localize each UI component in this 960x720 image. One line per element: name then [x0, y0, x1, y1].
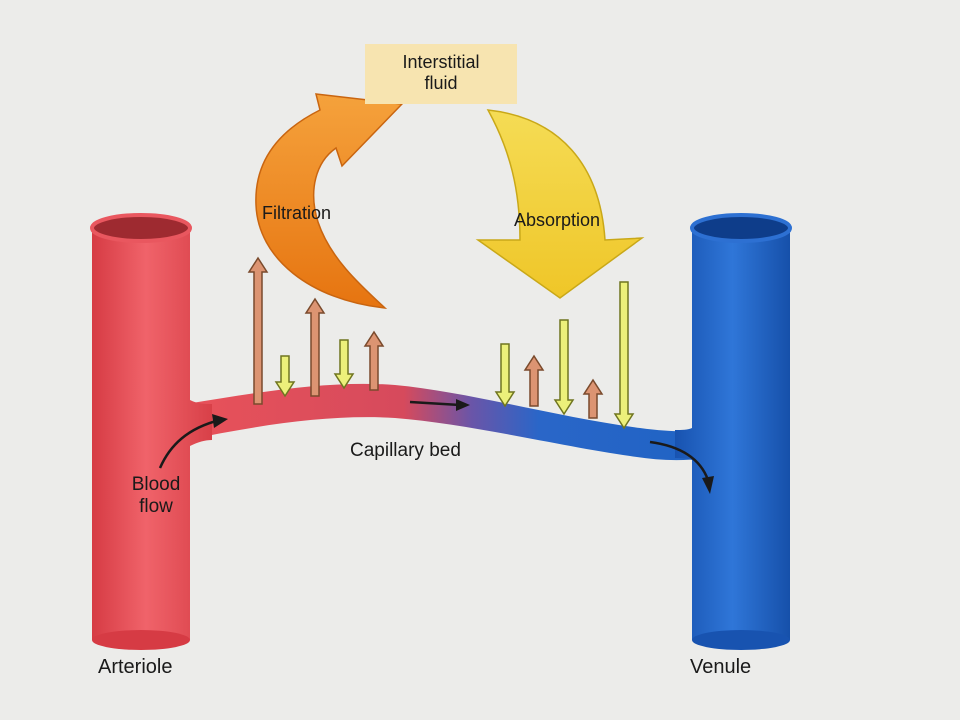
- inward-pressure-arrow: [333, 339, 355, 390]
- capillary-flow-arrow: [409, 400, 461, 407]
- venule-flow-arrowhead: [702, 476, 714, 494]
- arteriole-vessel: [92, 228, 212, 640]
- interstitial-label-line2: fluid: [424, 72, 458, 93]
- venule-opening: [692, 215, 790, 241]
- inward-pressure-arrow: [494, 343, 516, 408]
- capillary-flow-arrowhead: [456, 399, 470, 411]
- capillary-bed: [186, 383, 705, 461]
- venule-bottom: [692, 630, 790, 650]
- filtration-arrow: [255, 93, 404, 309]
- arteriole-label: Arteriole: [98, 656, 173, 678]
- interstitial-label-line1: Interstitial: [402, 52, 480, 72]
- arteriole-bottom: [92, 630, 190, 650]
- venule-flow-arrow: [649, 440, 710, 481]
- outward-pressure-arrow: [523, 354, 545, 407]
- capillary-bed-label: Capillary bed: [350, 440, 461, 461]
- outward-pressure-arrow: [582, 378, 604, 419]
- blood-flow-label-line1: Blood: [131, 474, 181, 495]
- venule-label: Venule: [690, 656, 752, 678]
- venule-vessel: [675, 228, 790, 640]
- blood-flow-arrowhead: [212, 414, 228, 428]
- outward-pressure-arrow: [247, 256, 269, 405]
- outward-pressure-arrow: [304, 297, 326, 397]
- blood-flow-label-line2: flow: [139, 495, 173, 517]
- arteriole-rim: [90, 213, 192, 243]
- absorption-arrow: [475, 109, 645, 299]
- blood-flow-label: Blood flow: [112, 474, 200, 518]
- interstitial-fluid-label: Interstitial fluid: [365, 52, 517, 93]
- inward-pressure-arrow: [553, 319, 575, 416]
- arteriole-opening: [92, 215, 190, 241]
- absorption-label: Absorption: [514, 210, 601, 230]
- filtration-label: Filtration: [262, 203, 332, 223]
- blood-flow-arrow: [158, 418, 221, 469]
- interstitial-fluid-box: [365, 44, 517, 104]
- venule-rim: [690, 213, 792, 243]
- outward-pressure-arrow: [363, 330, 385, 391]
- inward-pressure-arrow: [274, 355, 296, 398]
- inward-pressure-arrow: [613, 281, 635, 430]
